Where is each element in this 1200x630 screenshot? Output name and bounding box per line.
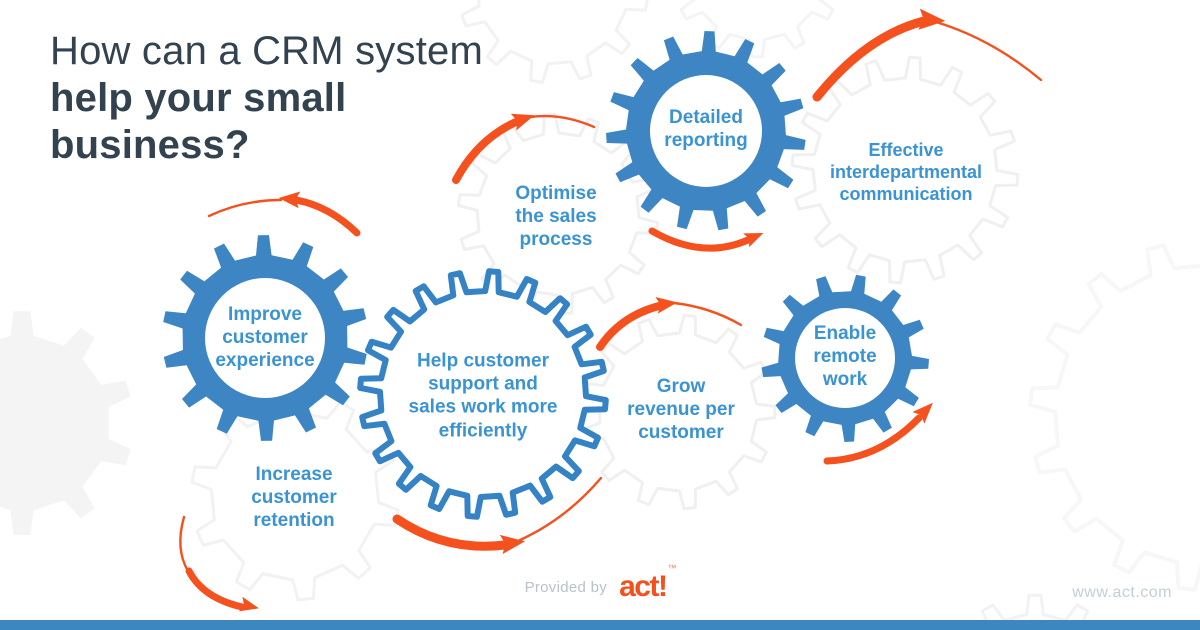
arrow-arc-improve [207, 191, 361, 237]
gear-center-disc [205, 278, 325, 398]
title-line-bold-1: help your small [50, 76, 347, 120]
decorative-gear [679, 0, 835, 59]
benefit-enable-remote: Enable remote work [813, 323, 877, 391]
act-logo: act!™ [619, 563, 677, 603]
decorative-gear [1028, 243, 1200, 592]
arrow-arc-top-right [812, 8, 1043, 102]
benefit-increase-retention: Increase customer retention [251, 464, 337, 532]
benefit-optimise-sales: Optimise the sales process [515, 183, 597, 251]
benefit-help-support: Help customer support and sales work mor… [408, 350, 558, 442]
decorative-gear [0, 311, 131, 535]
arrowhead-icon [918, 8, 946, 30]
arrow-arc-below-detailed [648, 227, 764, 252]
arrowhead-icon [239, 596, 259, 612]
arrow-arc-enable [823, 402, 933, 465]
gear-help-customer-support [357, 268, 609, 520]
arrow-arc-retention [179, 515, 259, 612]
trademark-symbol: ™ [667, 563, 677, 573]
arrowhead-icon [912, 402, 933, 424]
benefit-effective-communication: Effective interdepartmental communicatio… [829, 140, 983, 204]
arrow-arc-grow [596, 297, 743, 351]
arrowhead-icon [743, 233, 764, 248]
arrowhead-icon [510, 113, 535, 131]
footer-attribution: Provided by act!™ [0, 563, 1200, 603]
decorative-gear [790, 55, 1020, 285]
bottom-accent-bar [0, 620, 1200, 630]
arrow-arc-below-help [392, 476, 603, 555]
arrowhead-icon [655, 297, 678, 314]
gear-center-disc [795, 308, 895, 408]
decorative-gear [190, 390, 400, 602]
benefit-grow-revenue: Grow revenue per customer [627, 376, 735, 444]
title-line-regular: How can a CRM system [50, 29, 483, 73]
benefit-improve-experience: Improve customer experience [215, 304, 315, 372]
provided-by-text: Provided by [524, 578, 608, 596]
title-line-bold-2: business? [50, 123, 250, 167]
decorative-gear [460, 0, 649, 84]
arrowhead-icon [499, 534, 526, 555]
gear-center-disc [650, 75, 762, 187]
arrow-arc-optimise [452, 113, 596, 184]
website-url: www.act.com [1072, 584, 1172, 601]
arrowhead-icon [278, 191, 301, 209]
page-title: How can a CRM system help your small bus… [50, 28, 483, 169]
decorative-gear [456, 112, 660, 316]
benefit-detailed-reporting: Detailed reporting [664, 106, 748, 151]
